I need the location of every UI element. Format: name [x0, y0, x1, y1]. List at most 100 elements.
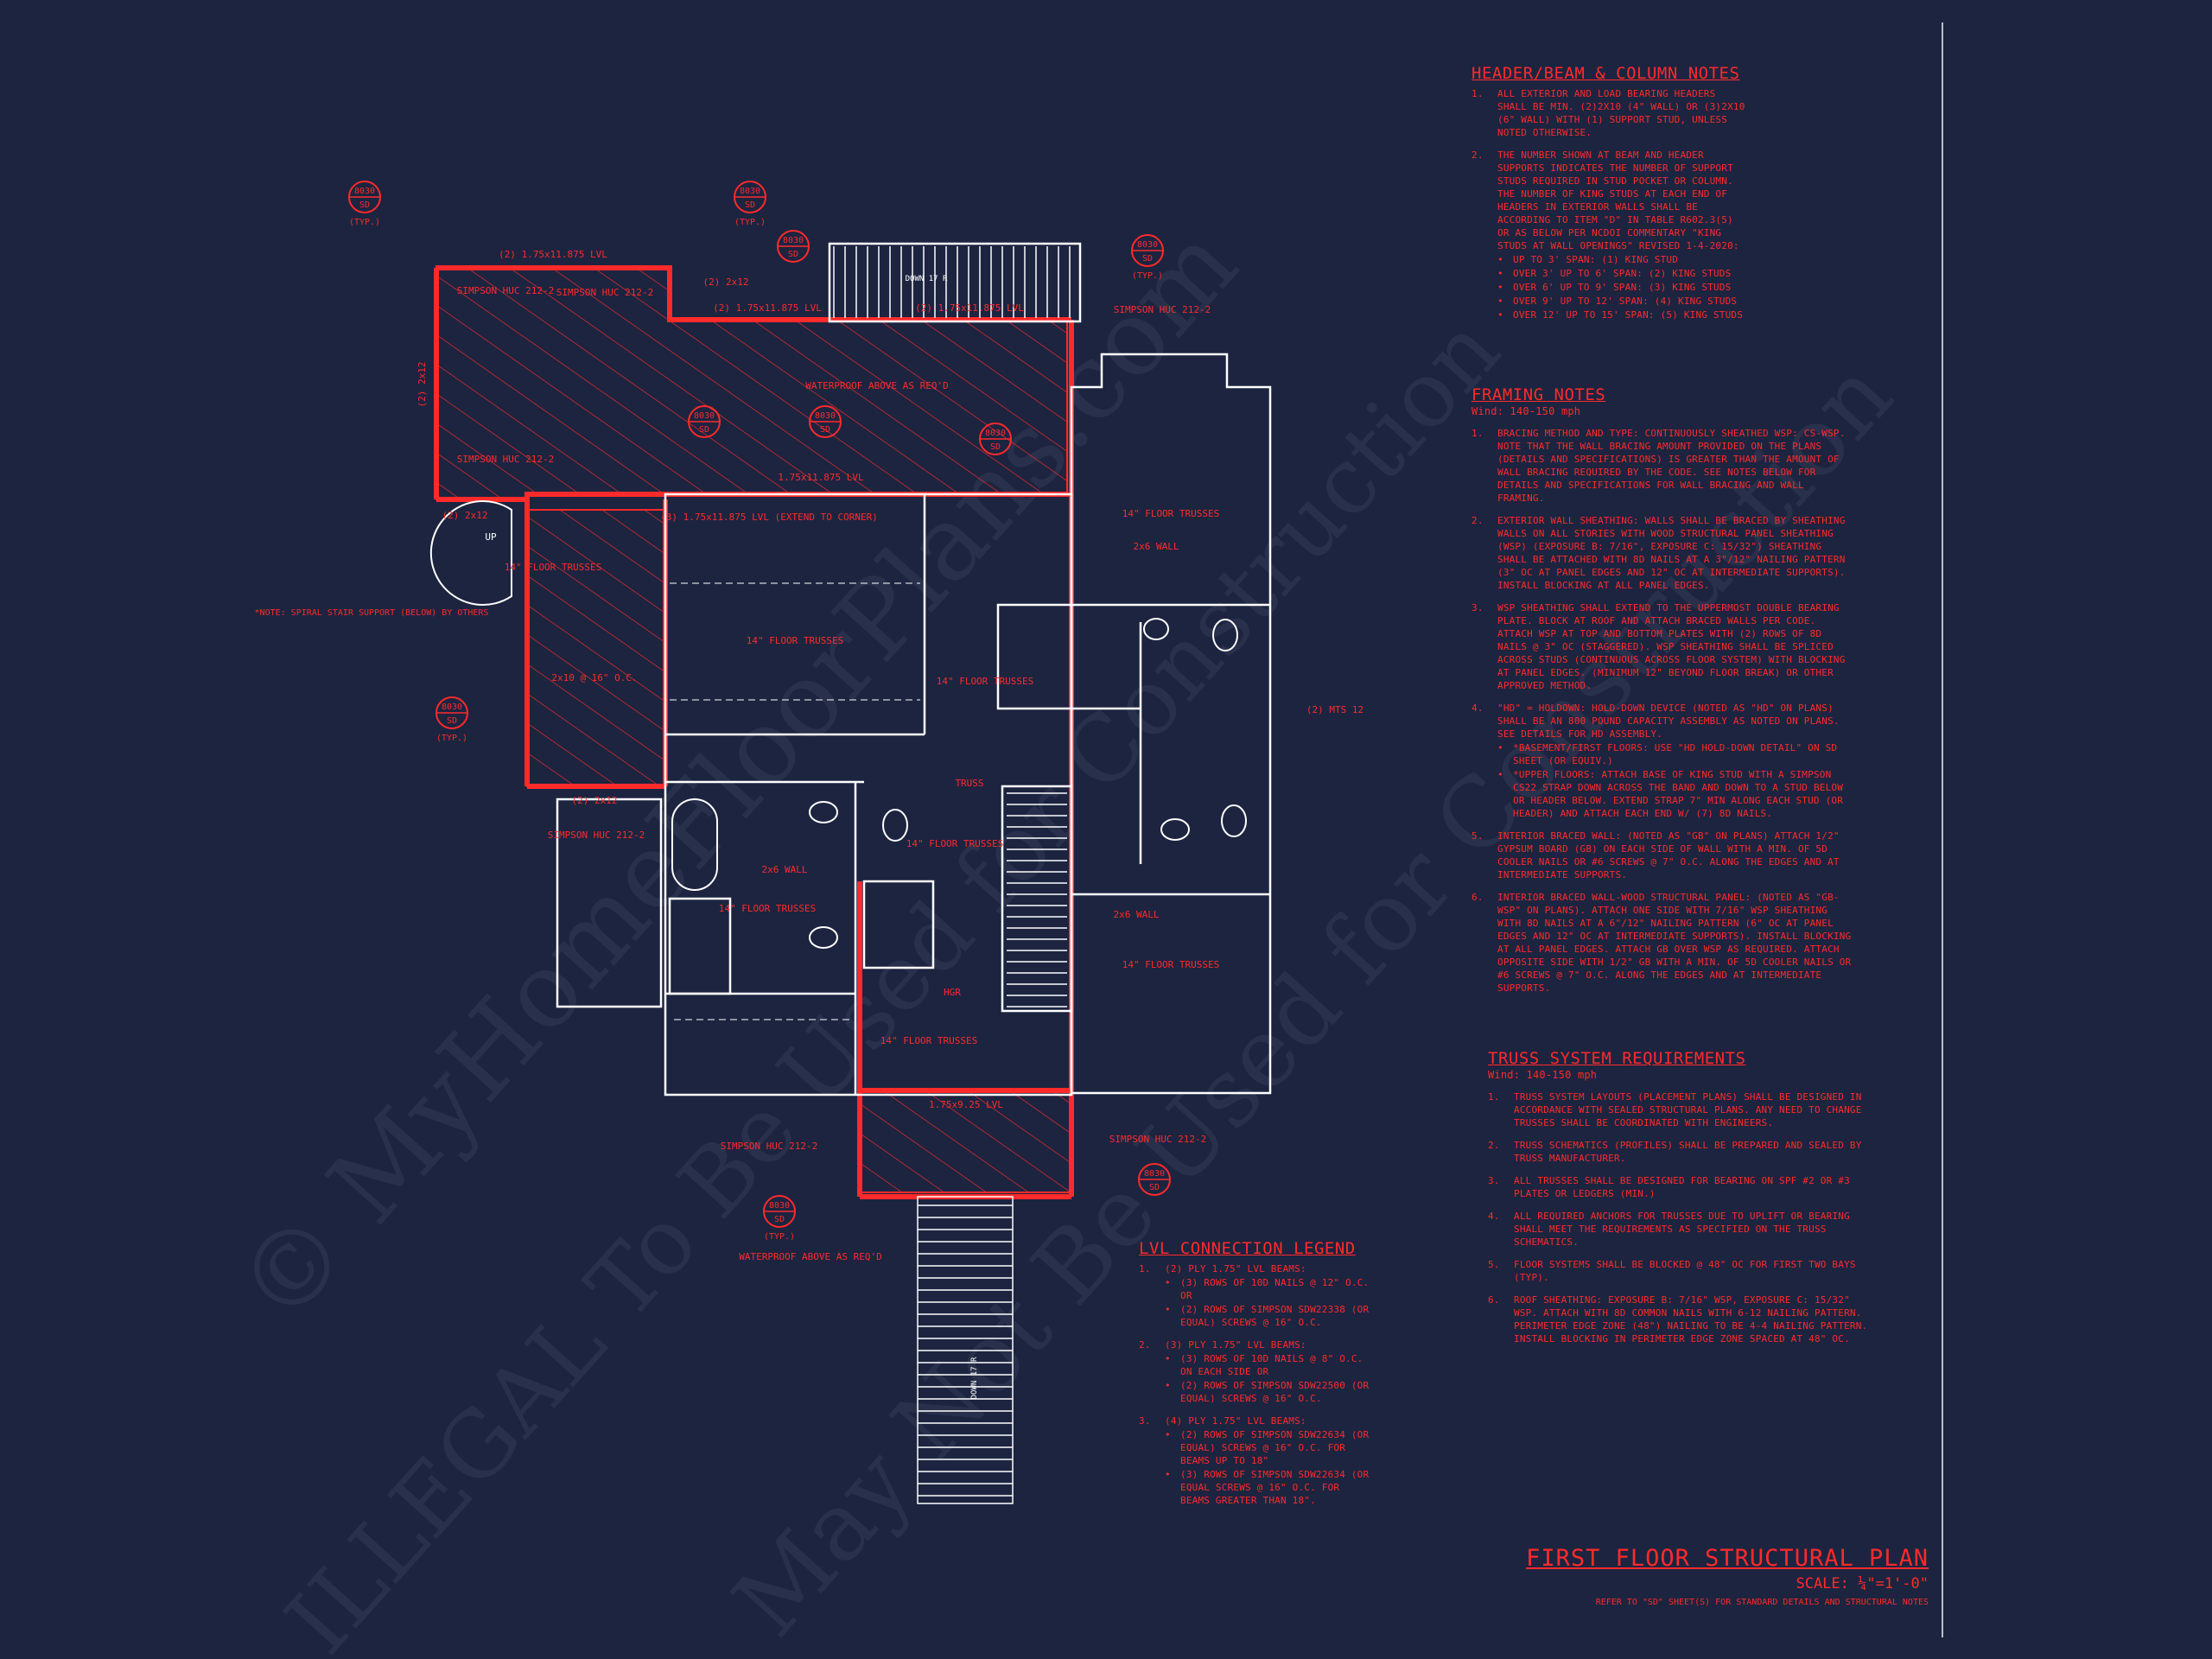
- note-item: 2. THE NUMBER SHOWN AT BEAM AND HEADER SU…: [1471, 149, 1748, 321]
- sink-4: [1160, 818, 1190, 841]
- detail-tag-number: 8030: [985, 429, 1006, 438]
- sink-2: [809, 926, 838, 949]
- label-truss: TRUSS: [955, 778, 983, 789]
- note-bullet-text: (2) ROWS OF SIMPSON SDW22500 (OR EQUAL) …: [1180, 1380, 1370, 1404]
- lvl-legend-title: LVL CONNECTION LEGEND: [1139, 1239, 1356, 1258]
- drawing-title: FIRST FLOOR STRUCTURAL PLAN: [1526, 1545, 1929, 1572]
- wall-closet-1: [996, 603, 1073, 710]
- truss-notes-wind: Wind: 140-150 mph: [1488, 1069, 1598, 1081]
- detail-tag-number: 8030: [354, 187, 375, 196]
- note-item: 5. INTERIOR BRACED WALL: (NOTED AS "GB" O…: [1471, 830, 1856, 881]
- walls: [556, 242, 1272, 1096]
- note-item: 1.(2) PLY 1.75" LVL BEAMS:•(3) ROWS OF 1…: [1139, 1262, 1372, 1329]
- note-item: 6. INTERIOR BRACED WALL-WOOD STRUCTURAL P…: [1471, 891, 1856, 995]
- label-mts: (2) MTS 12: [1306, 704, 1363, 715]
- label-truss-6: 14" FLOOR TRUSSES: [1122, 959, 1220, 970]
- note-bullet: •(2) ROWS OF SIMPSON SDW22338 (OR EQUAL)…: [1165, 1303, 1372, 1329]
- label-simpson-4: SIMPSON HUC 212-2: [1114, 304, 1211, 315]
- note-item: 2.EXTERIOR WALL SHEATHING: WALLS SHALL B…: [1471, 514, 1856, 592]
- title-block: FIRST FLOOR STRUCTURAL PLAN SCALE: ¼"=1'…: [1417, 1545, 1929, 1607]
- detail-tag-sheet: SD: [745, 200, 755, 210]
- label-hgr: HGR: [944, 987, 961, 998]
- framing-notes-wind: Wind: 140-150 mph: [1471, 405, 1581, 417]
- note-text-block: THE NUMBER SHOWN AT BEAM AND HEADER SUPP…: [1497, 149, 1748, 321]
- label-lvl-top-right: (2) 1.75x11.875 LVL: [915, 302, 1024, 314]
- sink-1: [809, 801, 838, 823]
- label-simpson-2: SIMPSON HUC 212-2: [556, 287, 654, 298]
- label-simpson-7: SIMPSON HUC 212-2: [1109, 1134, 1207, 1145]
- note-bullet-text: *UPPER FLOORS: ATTACH BASE OF KING STUD …: [1513, 769, 1844, 819]
- note-text: INTERIOR BRACED WALL: (NOTED AS "GB" ON …: [1497, 830, 1840, 880]
- note-item: 3.WSP SHEATHING SHALL EXTEND TO THE UPPE…: [1471, 601, 1856, 692]
- note-item: 3. ALL TRUSSES SHALL BE DESIGNED FOR BEAR…: [1488, 1174, 1868, 1200]
- detail-tag-sheet: SD: [990, 442, 1001, 452]
- dimension-truss-lines: [670, 582, 920, 1020]
- note-item: 1.TRUSS SYSTEM LAYOUTS (PLACEMENT PLANS)…: [1488, 1090, 1868, 1129]
- detail-tag-note: (TYP.): [734, 218, 766, 227]
- note-number: 5.: [1471, 830, 1484, 842]
- detail-tag-number: 8030: [694, 411, 715, 421]
- note-text: (3) PLY 1.75" LVL BEAMS:: [1165, 1339, 1306, 1351]
- lvl-legend-list: 1.(2) PLY 1.75" LVL BEAMS:•(3) ROWS OF 1…: [1139, 1262, 1372, 1507]
- note-text: ALL TRUSSES SHALL BE DESIGNED FOR BEARIN…: [1514, 1175, 1850, 1199]
- note-text-block: EXTERIOR WALL SHEATHING: WALLS SHALL BE …: [1497, 514, 1856, 592]
- bullet-icon: •: [1165, 1304, 1171, 1315]
- detail-tag-sheet: SD: [1142, 254, 1153, 264]
- detail-tag-note: (TYP.): [1132, 271, 1163, 281]
- label-2x12-b: (2) 2x12: [442, 510, 488, 521]
- toilet-1: [882, 809, 908, 842]
- label-2x12-left: (2) 2x12: [416, 362, 428, 408]
- note-text: INTERIOR BRACED WALL-WOOD STRUCTURAL PAN…: [1497, 892, 1852, 994]
- label-truss-2: 14" FLOOR TRUSSES: [937, 676, 1034, 687]
- label-truss-3: 14" FLOOR TRUSSES: [1122, 508, 1220, 519]
- note-number: 3.: [1488, 1175, 1500, 1186]
- detail-tag-number: 8030: [1137, 240, 1158, 250]
- header-beam-notes-list: 1.ALL EXTERIOR AND LOAD BEARING HEADERS …: [1471, 87, 1748, 321]
- label-up: UP: [485, 531, 497, 543]
- detail-tag-sheet: SD: [1149, 1183, 1160, 1192]
- note-number: 4.: [1488, 1211, 1500, 1222]
- note-text-block: ALL TRUSSES SHALL BE DESIGNED FOR BEARIN…: [1514, 1174, 1868, 1200]
- note-item: 1.ALL EXTERIOR AND LOAD BEARING HEADERS …: [1471, 87, 1748, 139]
- note-bullet-text: OVER 3' UP TO 6' SPAN: (2) KING STUDS: [1513, 268, 1732, 279]
- detail-tag-note: (TYP.): [436, 734, 467, 743]
- note-text: FLOOR SYSTEMS SHALL BE BLOCKED @ 48" OC …: [1514, 1259, 1856, 1283]
- framing-notes-title: FRAMING NOTES: [1471, 385, 1606, 404]
- label-truss-7: 14" FLOOR TRUSSES: [880, 1035, 978, 1046]
- bullet-icon: •: [1165, 1429, 1171, 1440]
- note-number: 2.: [1471, 149, 1484, 161]
- detail-tag-number: 8030: [740, 187, 760, 196]
- label-down-top: DOWN 17 R: [906, 275, 948, 283]
- detail-tag-sheet: SD: [788, 250, 798, 259]
- note-text: THE NUMBER SHOWN AT BEAM AND HEADER SUPP…: [1497, 149, 1739, 251]
- note-text-block: (3) PLY 1.75" LVL BEAMS:•(3) ROWS OF 10d…: [1165, 1338, 1372, 1405]
- stairs: [833, 246, 1071, 1504]
- detail-tag-number: 8030: [783, 236, 804, 245]
- wall-top-stair: [828, 242, 1082, 323]
- note-text-block: WSP SHEATHING SHALL EXTEND TO THE UPPERM…: [1497, 601, 1856, 692]
- note-bullet-text: UP TO 3' SPAN: (1) KING STUD: [1513, 254, 1679, 265]
- note-bullet: •*BASEMENT/FIRST FLOORS: USE "HD HOLD-DO…: [1497, 741, 1856, 767]
- note-number: 6.: [1471, 892, 1484, 903]
- truss-notes-title: TRUSS SYSTEM REQUIREMENTS: [1488, 1049, 1746, 1068]
- note-bullet: •(3) ROWS OF 10d NAILS @ 12" O.C. OR: [1165, 1276, 1372, 1302]
- beam-top-left: [436, 265, 1071, 322]
- bullet-icon: •: [1165, 1380, 1171, 1391]
- note-number: 1.: [1488, 1091, 1500, 1103]
- bullet-icon: •: [1165, 1469, 1171, 1480]
- label-simpson-3: SIMPSON HUC 212-2: [457, 454, 555, 465]
- truss-notes: TRUSS SYSTEM REQUIREMENTS Wind: 140-150 …: [1488, 1049, 1868, 1355]
- bullet-icon: •: [1497, 769, 1503, 780]
- note-bullet: •OVER 6' UP TO 9' SPAN: (3) KING STUDS: [1497, 281, 1748, 294]
- note-bullet-text: (3) ROWS OF 10d NAILS @ 12" O.C. OR: [1180, 1277, 1370, 1301]
- note-bullet: •OVER 12' UP TO 15' SPAN: (5) KING STUDS: [1497, 308, 1748, 321]
- detail-tag-number: 8030: [769, 1201, 790, 1211]
- wall-closet-2: [862, 880, 935, 969]
- note-bullet-text: OVER 6' UP TO 9' SPAN: (3) KING STUDS: [1513, 282, 1732, 293]
- note-bullet: • (2) ROWS OF SIMPSON SDW22500 (OR EQUAL)…: [1165, 1379, 1372, 1405]
